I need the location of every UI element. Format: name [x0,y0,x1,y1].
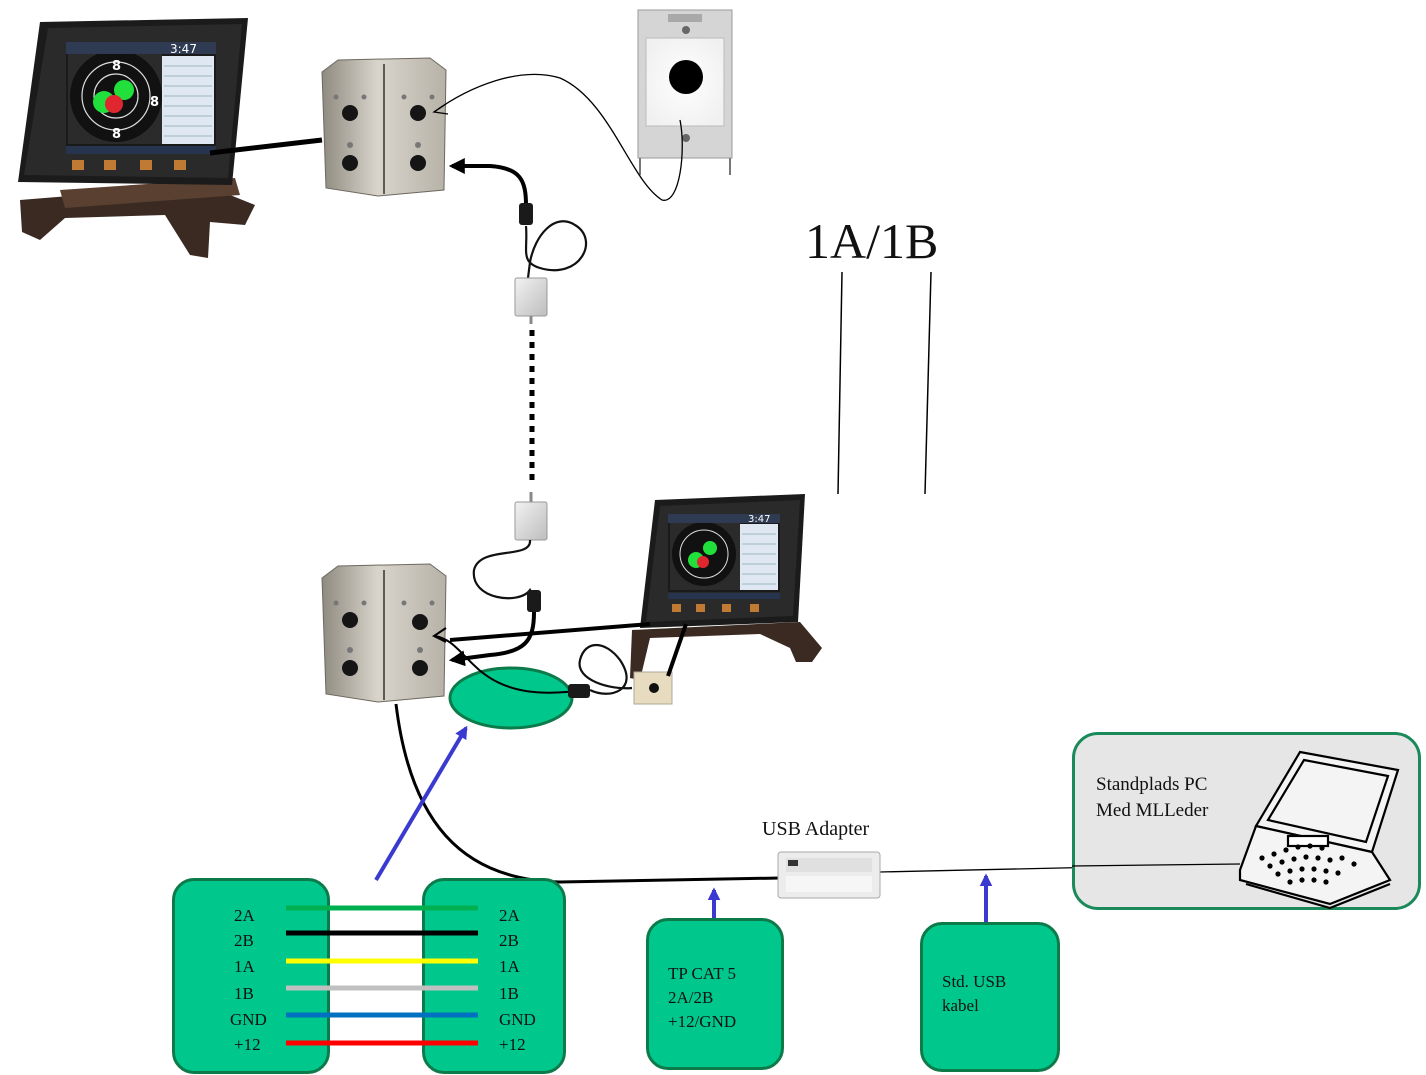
pc-label-line-2: Med MLLeder [1096,800,1209,821]
svg-text:8: 8 [112,59,121,74]
connector-highlight [448,666,574,730]
cat5-box [646,918,784,1070]
target-panel [637,9,733,175]
usb-cable-line-2: kabel [942,996,979,1015]
pin-left-1a: 1A [234,957,255,976]
pin-left-gnd: GND [230,1010,267,1029]
cat5-line-1: TP CAT 5 [668,964,737,983]
usb-adapter-label: USB Adapter [762,818,870,840]
pin-left-1b: 1B [234,984,254,1003]
pin-left-2b: 2B [234,931,254,950]
pin-right-gnd: GND [499,1010,536,1029]
cat5-line-2: 2A/2B [668,988,714,1007]
pinout-box-right [422,878,566,1074]
pin-right-1a: 1A [499,957,520,976]
usb-adapter [777,851,881,899]
pin-right-2b: 2B [499,931,519,950]
usb-cable-line-1: Std. USB [942,972,1007,991]
cat5-line-3: +12/GND [668,1012,737,1031]
pin-right-2a: 2A [499,906,520,925]
usb-cable-box [920,922,1060,1072]
junction-box-bottom [321,563,447,703]
junction-box-top [321,57,447,197]
pin-right-1b: 1B [499,984,519,1003]
bottom-display-clock: 3:47 [748,514,770,525]
svg-text:8: 8 [150,95,159,110]
line-label-1a-1b: 1A/1B [805,213,939,269]
pin-left-plus12: +12 [234,1035,261,1054]
display-monitor-top: 8 8 8 3:47 [18,18,255,258]
top-display-clock: 3:47 [170,42,197,56]
pin-right-plus12: +12 [499,1035,526,1054]
pc-label-line-1: Standplads PC [1096,774,1208,795]
display-monitor-bottom: 3:47 [630,494,822,680]
svg-text:8: 8 [112,127,121,142]
pin-left-2a: 2A [234,906,255,925]
